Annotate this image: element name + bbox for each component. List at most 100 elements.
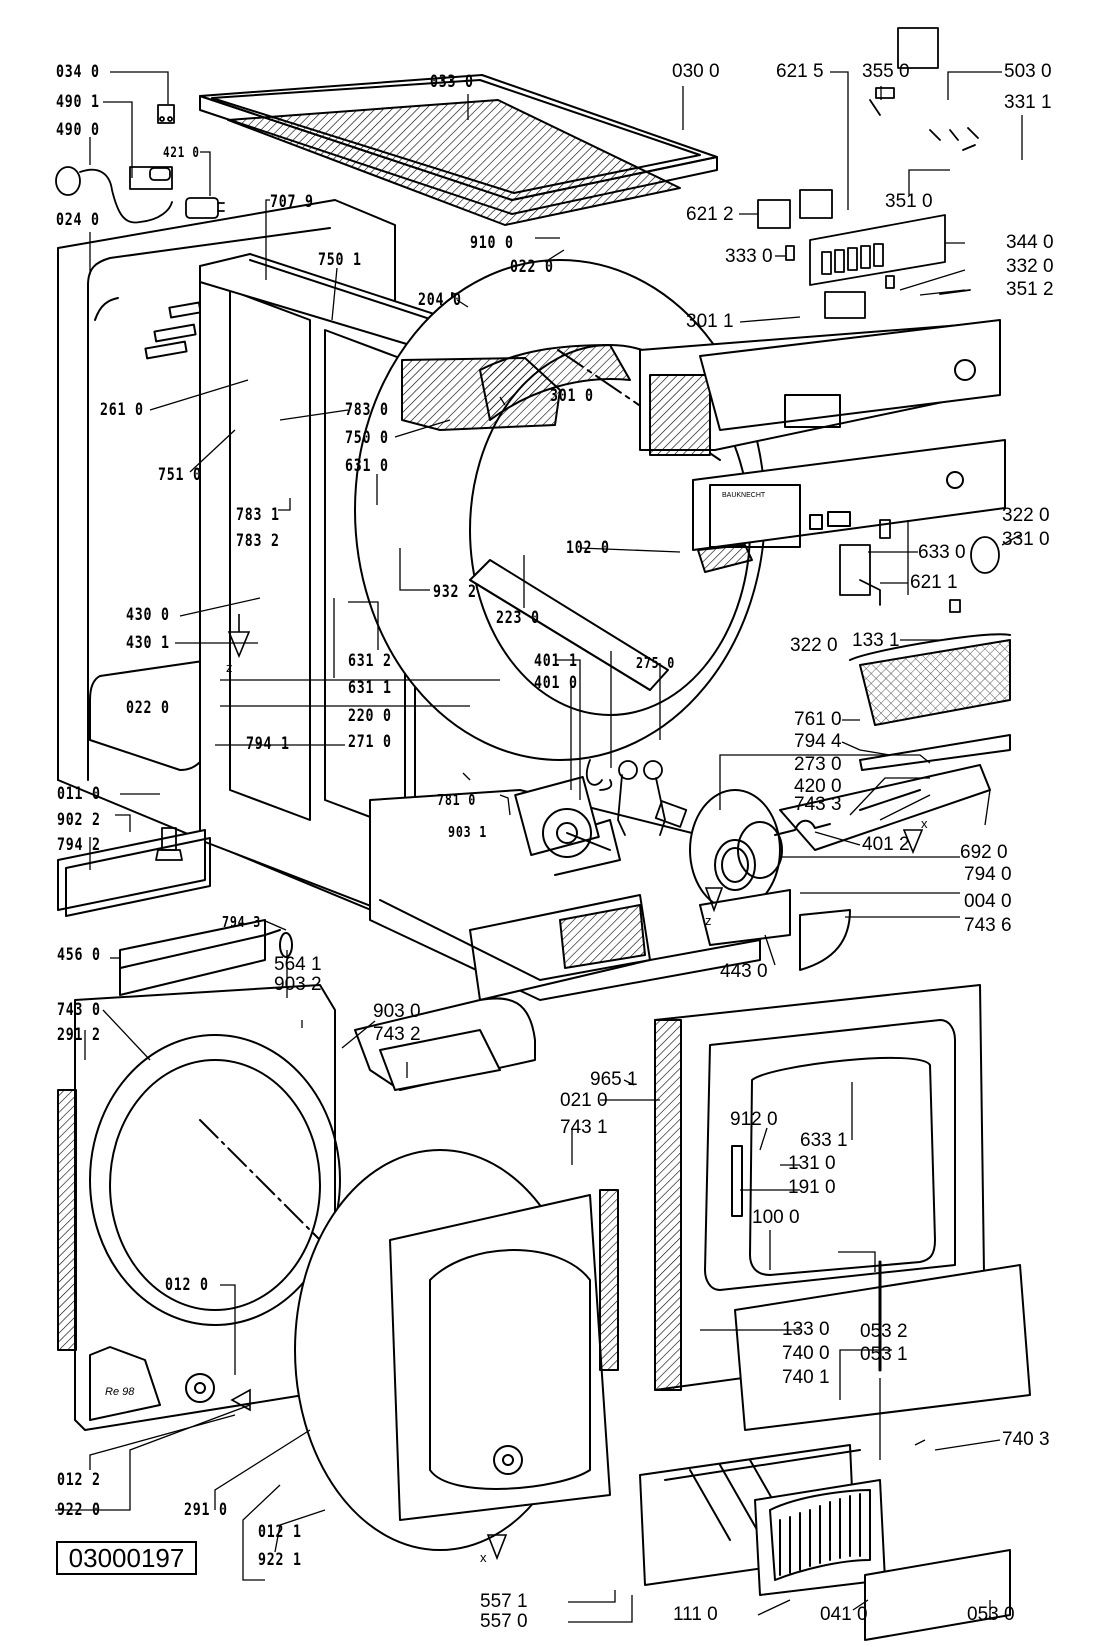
cable-clip-034: [158, 105, 174, 123]
part-label-131-0: 131 0: [788, 1153, 836, 1174]
part-label-034-0: 034 0: [56, 62, 100, 82]
part-label-743-2: 743 2: [373, 1024, 421, 1045]
part-label-621-1: 621 1: [910, 572, 958, 593]
part-label-503-0: 503 0: [1004, 61, 1052, 82]
part-label-291-0: 291 0: [184, 1500, 228, 1520]
part-label-910-0: 910 0: [470, 233, 514, 253]
part-label-133-0: 133 0: [782, 1319, 830, 1340]
part-label-012-0: 012 0: [165, 1275, 209, 1295]
part-label-401-2: 401 2: [862, 834, 910, 855]
filter-421: [186, 198, 224, 218]
part-label-053-2: 053 2: [860, 1321, 908, 1342]
part-label-322-0-right: 322 0: [1002, 505, 1050, 526]
part-label-743-0: 743 0: [57, 1000, 101, 1020]
heater-element: [120, 920, 292, 995]
part-label-041-0: 041 0: [820, 1604, 868, 1625]
part-label-291-2: 291 2: [57, 1025, 101, 1045]
part-label-322-0-center: 322 0: [790, 635, 838, 656]
water-container: [640, 1445, 885, 1595]
electronic-module-344: [758, 28, 999, 612]
part-label-022-0-side: 022 0: [126, 698, 170, 718]
part-label-707-9: 707 9: [270, 192, 314, 212]
part-label-333-0: 333 0: [725, 246, 773, 267]
part-label-102-0: 102 0: [566, 538, 610, 558]
control-panel: [693, 320, 1005, 572]
part-label-743-1: 743 1: [560, 1117, 608, 1138]
part-label-204-0: 204 0: [418, 290, 462, 310]
pipe-clamp: [775, 821, 830, 835]
part-label-633-1: 633 1: [800, 1130, 848, 1151]
part-label-932-2: 932 2: [433, 582, 477, 602]
part-label-420-0: 420 0: [794, 776, 842, 797]
part-label-223-0: 223 0: [496, 608, 540, 628]
part-label-794-4: 794 4: [794, 731, 842, 752]
part-label-631-1: 631 1: [348, 678, 392, 698]
rear-bearing-shield: [58, 985, 340, 1430]
part-label-922-0: 922 0: [57, 1500, 101, 1520]
part-label-794-3: 794 3: [222, 913, 262, 931]
part-label-261-0: 261 0: [100, 400, 144, 420]
part-label-344-0: 344 0: [1006, 232, 1054, 253]
document-number-box: 03000197: [56, 1541, 197, 1575]
axis-letter-x2: x: [480, 1550, 487, 1565]
part-label-401-0: 401 0: [534, 673, 578, 693]
part-label-011-0: 011 0: [57, 784, 101, 804]
part-label-012-1: 012 1: [258, 1522, 302, 1542]
part-label-631-2: 631 2: [348, 651, 392, 671]
plinth-panel: [865, 1550, 1010, 1640]
part-label-220-0: 220 0: [348, 706, 392, 726]
part-label-053-0: 053 0: [967, 1604, 1015, 1625]
part-label-903-0: 903 0: [373, 1001, 421, 1022]
x-axis-arrow-1: [904, 830, 922, 852]
leader-lines: [55, 72, 1022, 1622]
stamp-text: Re 98: [105, 1386, 135, 1398]
fluff-filter: [850, 634, 1010, 770]
top-insulation-pad: [228, 100, 680, 225]
part-label-191-0: 191 0: [788, 1177, 836, 1198]
power-cord-490: [56, 167, 172, 223]
part-label-902-2: 902 2: [57, 810, 101, 830]
part-label-922-1: 922 1: [258, 1550, 302, 1570]
part-label-022-0-top: 022 0: [510, 257, 554, 277]
axis-markers: [229, 614, 922, 1558]
part-label-903-2: 903 2: [274, 974, 322, 995]
part-label-740-3: 740 3: [1002, 1429, 1050, 1450]
part-label-490-1: 490 1: [56, 92, 100, 112]
part-label-761-0: 761 0: [794, 709, 842, 730]
x-axis-arrow-2: [488, 1535, 506, 1558]
part-label-557-1: 557 1: [480, 1591, 528, 1612]
part-label-750-0: 750 0: [345, 428, 389, 448]
part-label-740-0: 740 0: [782, 1343, 830, 1364]
part-label-783-0: 783 0: [345, 400, 389, 420]
part-label-024-0: 024 0: [56, 210, 100, 230]
part-label-430-0: 430 0: [126, 605, 170, 625]
axis-letter-x1: x: [921, 816, 928, 831]
part-label-012-2: 012 2: [57, 1470, 101, 1490]
part-label-750-1: 750 1: [318, 250, 362, 270]
part-label-332-0: 332 0: [1006, 256, 1054, 277]
belt-tensioner: [587, 760, 687, 835]
axis-letter-z2: z: [705, 913, 712, 928]
part-label-564-1: 564 1: [274, 954, 322, 975]
part-label-903-1: 903 1: [448, 823, 488, 841]
fan-cover-plate: [800, 910, 850, 970]
part-label-751-0: 751 0: [158, 465, 202, 485]
part-label-743-3: 743 3: [794, 794, 842, 815]
part-label-456-0: 456 0: [57, 945, 101, 965]
seal-743-2-inner: [380, 1030, 500, 1090]
bolt-011: [156, 828, 182, 860]
door-panel: [735, 1262, 1030, 1430]
part-label-490-0: 490 0: [56, 120, 100, 140]
part-label-794-0: 794 0: [964, 864, 1012, 885]
axis-letter-z1: z: [226, 660, 233, 675]
part-label-301-1: 301 1: [686, 311, 734, 332]
part-label-430-1: 430 1: [126, 633, 170, 653]
part-label-351-2: 351 2: [1006, 279, 1054, 300]
part-label-621-2: 621 2: [686, 204, 734, 225]
part-label-743-6: 743 6: [964, 915, 1012, 936]
part-label-133-1: 133 1: [852, 630, 900, 651]
part-label-621-5: 621 5: [776, 61, 824, 82]
part-label-557-0: 557 0: [480, 1611, 528, 1632]
part-label-351-0: 351 0: [885, 191, 933, 212]
